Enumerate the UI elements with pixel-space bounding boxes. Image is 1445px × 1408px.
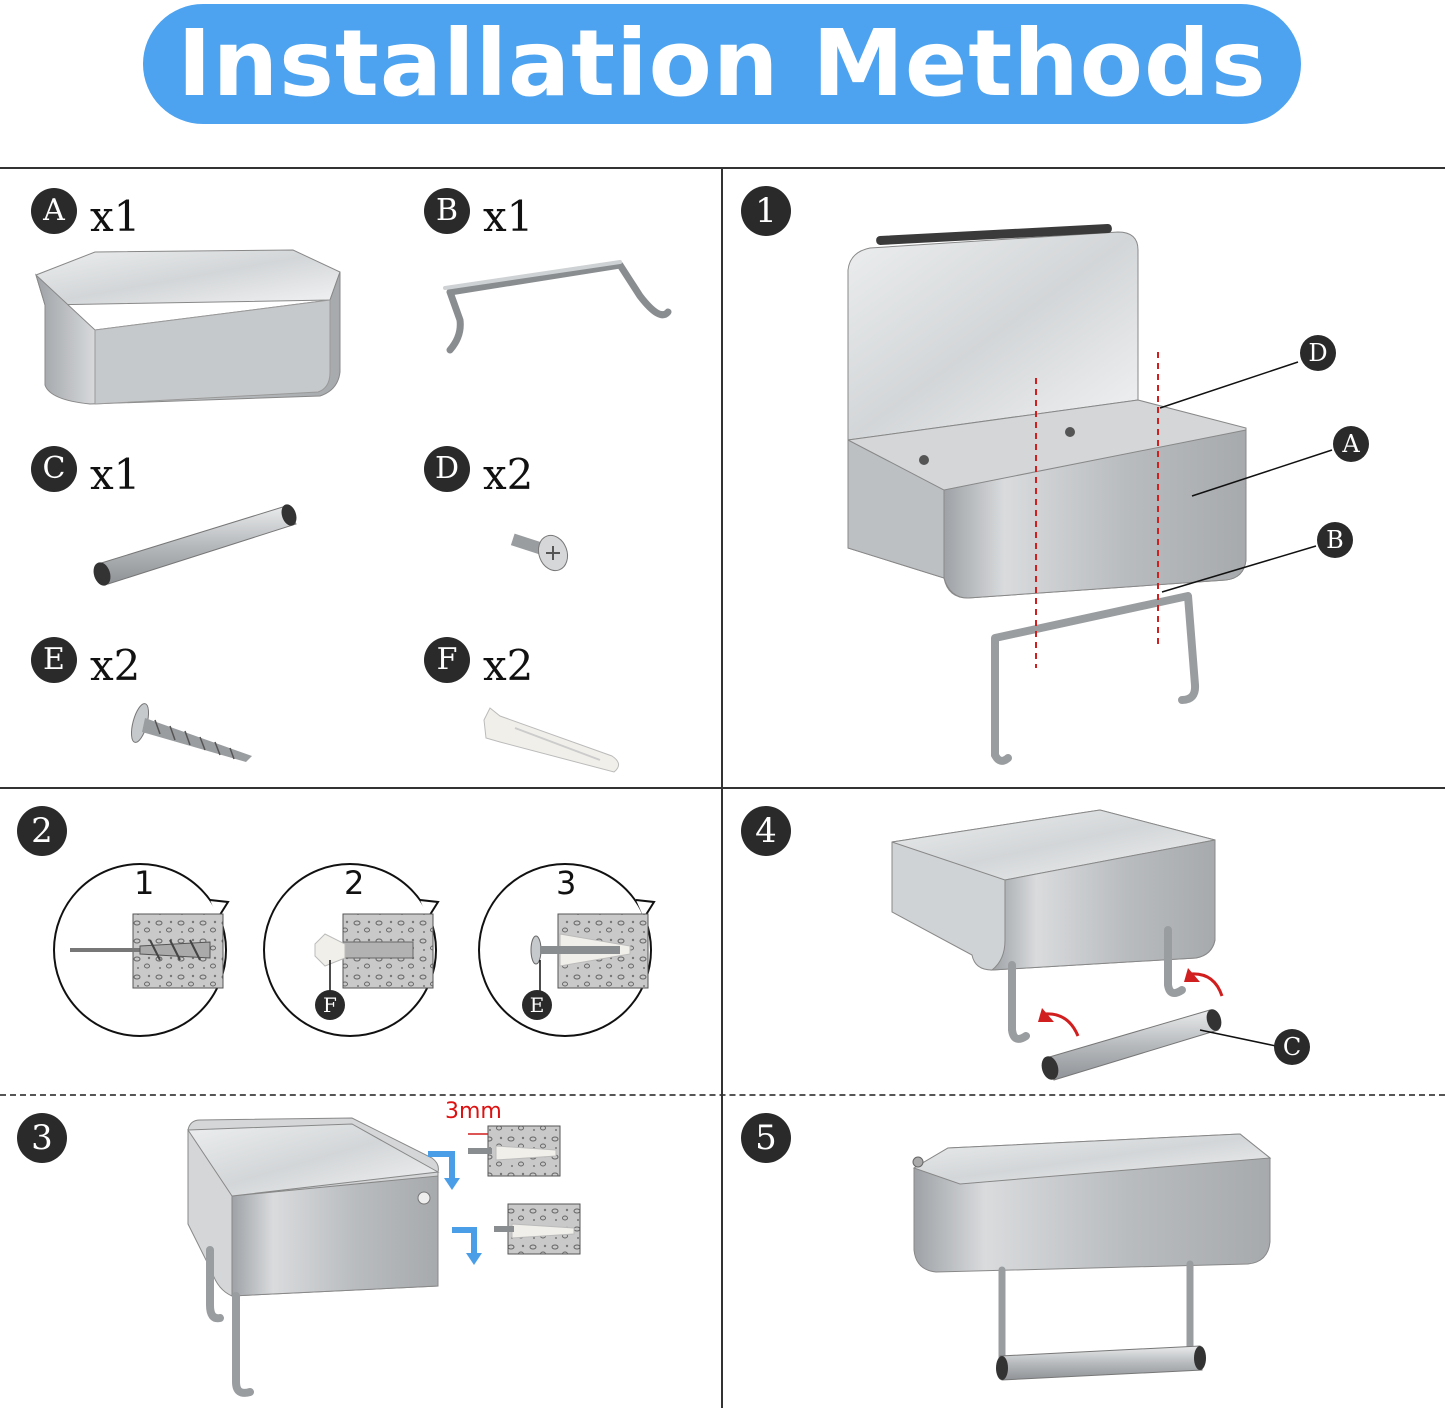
step2-illustration: [53, 863, 656, 1037]
part-badge-c: C: [31, 446, 77, 492]
gap-label: 3mm: [445, 1099, 502, 1124]
part-b-bracket-image: [443, 260, 672, 354]
step4-illustration: [891, 809, 1277, 1081]
part-qty-f: x2: [483, 641, 534, 690]
part-qty-e: x2: [90, 641, 141, 690]
step3-illustration: [187, 1117, 581, 1397]
step-3-badge: 3: [17, 1113, 67, 1163]
part-qty-a: x1: [90, 192, 141, 241]
part-qty-c: x1: [90, 450, 141, 499]
step-2-badge: 2: [17, 806, 67, 856]
step1-callout-a: A: [1333, 426, 1369, 462]
part-badge-f: F: [424, 637, 470, 683]
part-badge-a: A: [31, 188, 77, 234]
part-c-rod-image: [93, 504, 297, 586]
part-badge-d: D: [424, 446, 470, 492]
part-f-anchor-image: [483, 707, 619, 773]
part-badge-e: E: [31, 637, 77, 683]
substep-number-3: 3: [556, 864, 576, 902]
step1-illustration: [847, 224, 1333, 765]
step2-callout-e: E: [522, 990, 552, 1020]
step-5-badge: 5: [741, 1113, 791, 1163]
substep-number-2: 2: [344, 864, 364, 902]
part-e-screw-image: [130, 703, 252, 762]
title-banner: Installation Methods: [143, 4, 1301, 124]
part-badge-b: B: [424, 188, 470, 234]
step-1-badge: 1: [741, 186, 791, 236]
substep-number-1: 1: [134, 864, 154, 902]
part-qty-b: x1: [483, 192, 534, 241]
part-qty-d: x2: [483, 450, 534, 499]
step-4-badge: 4: [741, 806, 791, 856]
divider-vertical: [721, 167, 723, 1408]
part-d-screw-image: [510, 533, 569, 572]
step2-callout-f: F: [315, 990, 345, 1020]
step4-callout-c: C: [1274, 1029, 1310, 1065]
step1-callout-d: D: [1300, 335, 1336, 371]
part-a-box-image: [34, 249, 341, 405]
page-title: Installation Methods: [177, 10, 1267, 117]
step1-callout-b: B: [1317, 522, 1353, 558]
step5-illustration: [912, 1133, 1272, 1381]
